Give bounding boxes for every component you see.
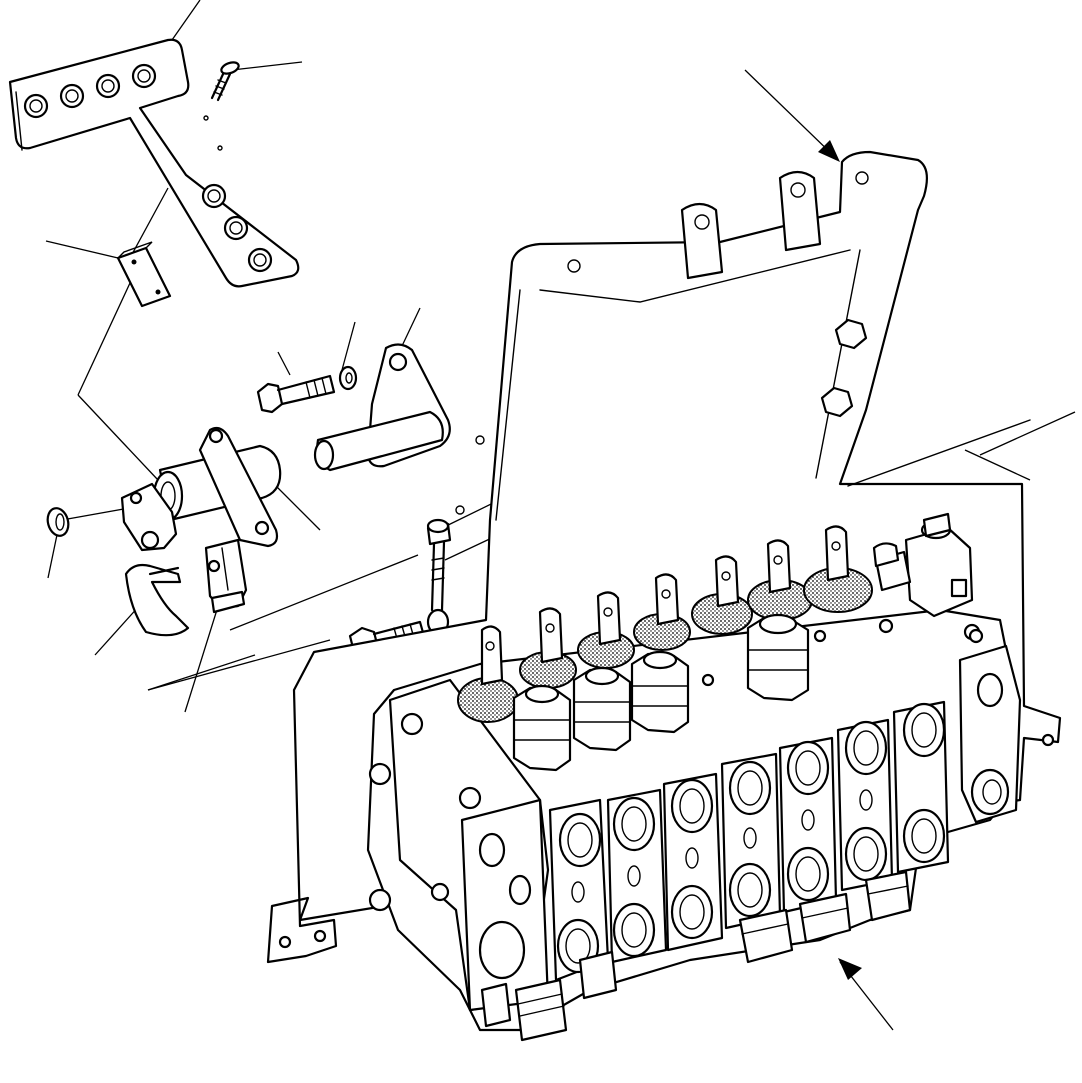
link-rod bbox=[426, 518, 452, 636]
leader-washer bbox=[341, 321, 356, 371]
valve-spools bbox=[457, 512, 984, 772]
leader-clevis bbox=[184, 599, 221, 713]
leader-shaft bbox=[269, 479, 321, 531]
arrowhead-bracket bbox=[818, 140, 840, 162]
leader-lever-plate bbox=[171, 0, 201, 41]
leader-pivot-long bbox=[147, 654, 256, 691]
leader-block-2 bbox=[129, 187, 169, 259]
arrowhead-valve bbox=[838, 958, 862, 980]
leader-link-plate bbox=[401, 307, 421, 347]
lever-plate bbox=[8, 38, 300, 288]
washer bbox=[338, 365, 358, 391]
boot-1 bbox=[457, 677, 519, 723]
leader-mount-plate bbox=[147, 639, 331, 691]
bolt bbox=[256, 374, 336, 414]
leader-bracket-side-2 bbox=[964, 449, 1031, 481]
leader-bracket-top bbox=[744, 69, 839, 161]
leader-screw bbox=[231, 61, 303, 71]
clevis bbox=[204, 538, 248, 614]
leader-housing-2 bbox=[77, 394, 159, 481]
solenoid bbox=[904, 526, 974, 618]
leader-block bbox=[45, 240, 119, 259]
leader-housing bbox=[77, 282, 131, 396]
leader-pin bbox=[229, 554, 419, 631]
block bbox=[116, 241, 172, 308]
leader-snap-ring bbox=[47, 529, 59, 579]
leader-bolt bbox=[277, 351, 291, 376]
snap-ring bbox=[46, 507, 70, 537]
leader-cover bbox=[94, 604, 141, 656]
screw bbox=[210, 61, 240, 102]
link-plate bbox=[313, 343, 451, 472]
pivot-housing bbox=[120, 426, 282, 552]
cover bbox=[124, 563, 190, 637]
leader-bracket-side bbox=[979, 411, 1076, 456]
valve-sections bbox=[548, 700, 950, 982]
control-valve-assembly bbox=[366, 608, 1022, 1042]
